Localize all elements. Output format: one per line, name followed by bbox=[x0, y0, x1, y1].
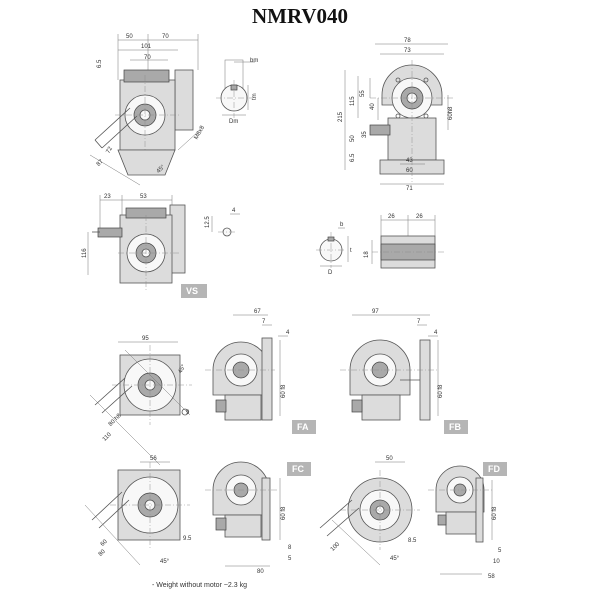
fd-variant-tag bbox=[483, 462, 507, 476]
vs-variant-view: 23 53 116 12.5 4 VS bbox=[82, 194, 240, 298]
dim-label: 73 bbox=[404, 48, 411, 54]
dim-label: 50 bbox=[350, 135, 356, 142]
fd-variant-label: FD bbox=[488, 464, 500, 474]
dim-label: 80 bbox=[257, 569, 264, 575]
dim-label: 60h8 bbox=[448, 106, 454, 120]
vs-variant-label: VS bbox=[186, 286, 198, 296]
dim-label: t bbox=[350, 248, 352, 254]
dim-label: 7 bbox=[262, 319, 266, 325]
fb-variant-tag bbox=[444, 420, 468, 434]
dim-label: 71 bbox=[406, 186, 413, 192]
fb-variant-label: FB bbox=[449, 422, 461, 432]
dim-label: tm bbox=[252, 93, 258, 100]
dim-label: Dm bbox=[229, 119, 238, 125]
dim-label: 116 bbox=[82, 248, 88, 258]
dim-label: 8 bbox=[288, 545, 292, 551]
dim-label: 60 bbox=[406, 168, 413, 174]
dim-label: bm bbox=[250, 58, 258, 64]
dim-label: 60 bbox=[100, 538, 109, 547]
drawing-title: NMRV040 bbox=[251, 4, 349, 28]
fc-variant-label: FC bbox=[292, 464, 304, 474]
dim-label: 45° bbox=[390, 556, 400, 562]
dim-label: 43 bbox=[406, 158, 413, 164]
dim-label: 4 bbox=[434, 330, 438, 336]
main-side-view: 78 73 215 115 55 50 40 35 6.5 43 60 bbox=[338, 38, 455, 192]
dim-label: 6.5 bbox=[97, 59, 103, 68]
dim-label: 23 bbox=[104, 194, 111, 200]
dim-label: M6x8 bbox=[194, 124, 207, 140]
fa-side-view: 67 7 4 60 f8 FA bbox=[205, 309, 316, 434]
dim-label: 78 bbox=[404, 38, 411, 44]
dim-label: 67 bbox=[254, 309, 261, 315]
dim-label: 70 bbox=[144, 55, 151, 61]
vs-variant-tag bbox=[181, 284, 207, 298]
fa-variant-label: FA bbox=[297, 422, 309, 432]
dim-label: 60 f8 bbox=[438, 384, 444, 398]
dim-label: 26 bbox=[416, 214, 423, 220]
dim-label: 18 bbox=[364, 251, 370, 258]
fc-side-view: 60 f8 80 8 5 FC bbox=[205, 461, 311, 575]
fc-front-view: 56 60 9.5 80 45° bbox=[84, 456, 192, 566]
dim-label: 5 bbox=[288, 556, 292, 562]
dim-label: 26 bbox=[388, 214, 395, 220]
dim-label: 56 bbox=[150, 456, 157, 462]
dim-label: 40 bbox=[370, 103, 376, 110]
dim-label: 35 bbox=[362, 131, 368, 138]
dim-label: 5 bbox=[498, 548, 502, 554]
dim-label: 100 bbox=[330, 541, 342, 553]
dim-label: 101 bbox=[141, 44, 152, 50]
dim-label: 115 bbox=[350, 96, 356, 106]
dim-label: 70 bbox=[162, 34, 169, 40]
main-front-view: 50 70 101 70 6.5 72 87 M6x8 45° bbox=[89, 34, 207, 186]
dim-label: 72 bbox=[106, 145, 115, 154]
dim-label: 10 bbox=[493, 559, 500, 565]
dim-label: 9.5 bbox=[183, 536, 192, 542]
dim-label: 50 bbox=[386, 456, 393, 462]
fb-side-view: 97 7 4 60 f8 FB bbox=[340, 309, 468, 434]
dim-label: 45° bbox=[160, 559, 170, 565]
dim-label: 45° bbox=[178, 363, 188, 374]
dim-label: 6.5 bbox=[350, 153, 356, 162]
shaft-end-view: b t D bbox=[316, 222, 352, 276]
dim-label: b bbox=[340, 222, 344, 228]
dim-label: 58 bbox=[488, 574, 495, 580]
fd-side-view: 60 f8 5 10 58 FD bbox=[428, 462, 507, 580]
hollow-shaft-view: 26 26 18 bbox=[364, 214, 444, 269]
dim-label: 215 bbox=[338, 111, 344, 122]
fc-variant-tag bbox=[287, 462, 311, 476]
fa-variant-tag bbox=[292, 420, 316, 434]
dim-label: 50 bbox=[126, 34, 133, 40]
dim-label: 9 bbox=[186, 410, 190, 416]
dim-label: 8.5 bbox=[408, 538, 417, 544]
fa-front-view: 95 45° 9 80 h8 110 bbox=[89, 336, 192, 466]
dim-label: 110 bbox=[102, 431, 113, 442]
dim-label: 55 bbox=[360, 90, 366, 97]
dim-label: D bbox=[328, 270, 333, 276]
dim-label: 7 bbox=[417, 319, 421, 325]
dim-label: 45° bbox=[156, 164, 167, 175]
dim-label: 4 bbox=[286, 330, 290, 336]
fd-front-view: 50 100 45° 8.5 bbox=[319, 456, 420, 566]
dim-label: 95 bbox=[142, 336, 149, 342]
dim-label: 60 f8 bbox=[281, 384, 287, 398]
dim-label: 87 bbox=[96, 158, 105, 167]
dim-label: 80 bbox=[98, 548, 107, 557]
dim-label: 4 bbox=[232, 208, 236, 214]
shaft-detail-view: bm tm Dm bbox=[216, 58, 258, 125]
dim-label: 60 f8 bbox=[281, 506, 287, 520]
dim-label: 60 f8 bbox=[492, 506, 498, 520]
dim-label: 53 bbox=[140, 194, 147, 200]
dim-label: 12.5 bbox=[205, 216, 211, 228]
weight-note: - Weight without motor ~2.3 kg bbox=[152, 582, 247, 589]
dim-label: 97 bbox=[372, 309, 379, 315]
